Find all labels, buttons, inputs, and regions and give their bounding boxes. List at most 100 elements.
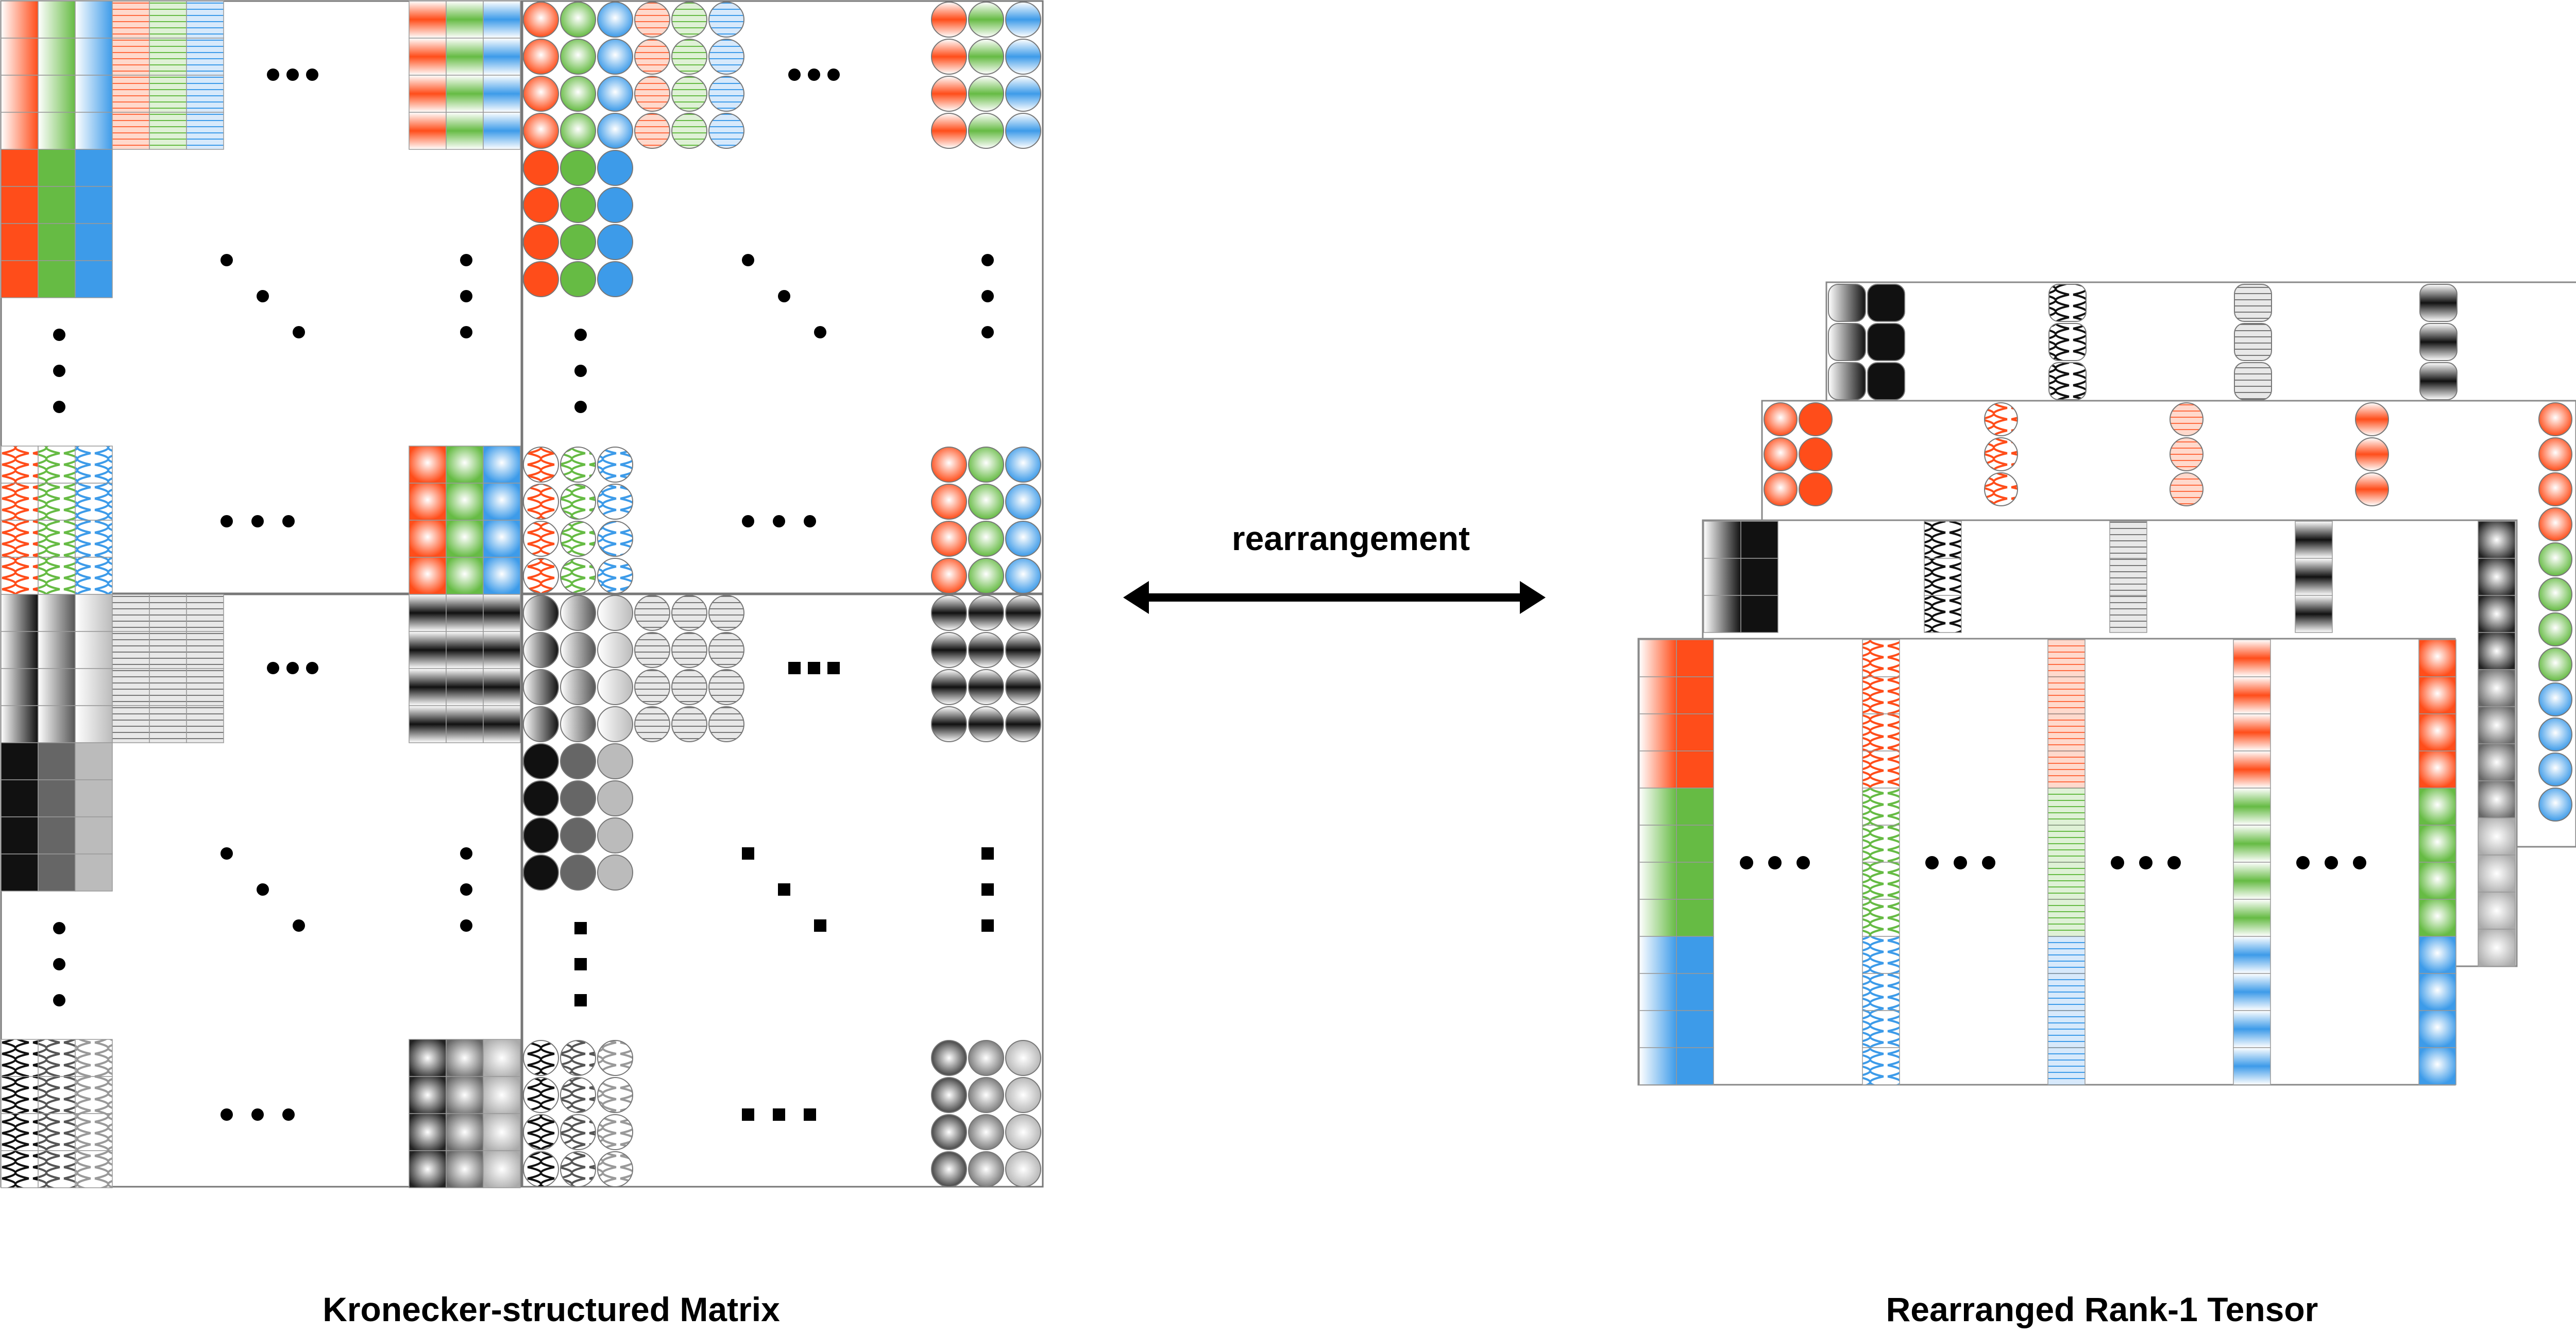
fiber-cell: [2047, 676, 2086, 714]
ellipsis-dot: [981, 254, 994, 266]
circle-cell: [597, 1077, 633, 1113]
rect-cell: [75, 1039, 113, 1077]
cell-column: [2295, 521, 2333, 633]
circle-cell: [523, 780, 559, 816]
circle-cell: [1005, 706, 1041, 742]
cell-column: [597, 1040, 633, 1187]
circle-cell: [931, 706, 967, 742]
fiber-cell: [2538, 682, 2572, 716]
circle-cell: [597, 521, 633, 557]
circle-cell: [560, 521, 596, 557]
front-fiber-solid: [1676, 639, 1714, 1085]
cell-column: [597, 743, 633, 891]
cell-column: [38, 1, 76, 150]
ellipsis-dot: [221, 1108, 233, 1121]
ellipsis-dot: [1954, 856, 1967, 869]
rect-cell: [1, 112, 39, 150]
rect-cell: [409, 668, 447, 706]
kron-subblock: [523, 595, 633, 742]
cell-column: [409, 446, 447, 595]
rect-cell: [38, 816, 76, 855]
cell-column: [968, 447, 1004, 594]
circle-cell: [1005, 76, 1041, 112]
fiber-cell: [2047, 639, 2086, 677]
circle-cell: [968, 558, 1004, 594]
cell-column: [2170, 402, 2204, 506]
cell-column: [1, 1, 39, 150]
rect-cell: [483, 1, 521, 39]
circle-cell: [597, 447, 633, 483]
fiber-cell: [1639, 788, 1677, 826]
front-fiber-stripes: [2047, 639, 2086, 1085]
circle-cell: [560, 1151, 596, 1187]
circle-cell: [1764, 472, 1798, 506]
cell-column: [1924, 521, 1962, 633]
circle-cell: [931, 447, 967, 483]
circle-cell: [560, 261, 596, 297]
ellipsis-dot: [981, 847, 994, 860]
rect-cell: [186, 112, 224, 150]
rect-cell: [446, 446, 484, 484]
rect-cell: [409, 705, 447, 743]
circle-cell: [597, 113, 633, 149]
ellipsis-dot: [814, 919, 826, 932]
rect-cell: [409, 1, 447, 39]
barrel-cell: [1867, 362, 1905, 400]
circle-cell: [597, 817, 633, 853]
rect-cell: [75, 631, 113, 669]
circle-cell: [560, 1040, 596, 1076]
fiber-cell: [2418, 899, 2456, 937]
cell-column: [560, 743, 596, 891]
cell-column: [483, 594, 521, 743]
fiber-cell: [2538, 577, 2572, 611]
fiber-cell: [2538, 542, 2572, 576]
circle-cell: [671, 595, 707, 631]
rect-cell: [38, 594, 76, 632]
circle-cell: [560, 447, 596, 483]
fiber-cell: [2233, 676, 2271, 714]
rect-cell: [409, 112, 447, 150]
circle-cell: [931, 2, 967, 38]
circle-cell: [523, 261, 559, 297]
rect-cell: [38, 779, 76, 817]
rect-cell: [2109, 595, 2147, 633]
rect-cell: [1, 668, 39, 706]
circle-cell: [968, 632, 1004, 668]
circle-cell: [597, 632, 633, 668]
barrel-cell: [1828, 362, 1866, 400]
circle-cell: [634, 669, 670, 705]
fiber-cell: [1639, 973, 1677, 1011]
ellipsis-dot: [778, 290, 790, 302]
ellipsis-dot: [460, 847, 472, 860]
fiber-cell: [1639, 862, 1677, 900]
ellipsis-dot: [460, 290, 472, 302]
rect-cell: [38, 186, 76, 224]
cell-column: [75, 1, 113, 150]
rect-cell: [112, 1, 150, 39]
circle-cell: [968, 2, 1004, 38]
rect-cell: [149, 705, 187, 743]
circle-cell: [523, 743, 559, 779]
rect-cell: [186, 1, 224, 39]
cell-column: [931, 2, 967, 149]
rect-cell: [1, 483, 39, 521]
circle-cell: [968, 1077, 1004, 1113]
cell-column: [2419, 284, 2458, 400]
cell-column: [597, 2, 633, 149]
fiber-cell: [1676, 1010, 1714, 1048]
cell-column: [634, 2, 670, 149]
circle-cell: [1005, 1040, 1041, 1076]
fiber-cell: [2233, 862, 2271, 900]
rect-cell: [149, 1, 187, 39]
ellipsis-dot: [804, 515, 816, 527]
cell-column: [75, 1039, 113, 1188]
kron-subblock: [931, 595, 1041, 742]
cell-column: [1740, 521, 1778, 633]
circle-cell: [968, 447, 1004, 483]
rect-cell: [446, 1076, 484, 1114]
rect-cell: [75, 223, 113, 261]
rect-cell: [409, 1150, 447, 1188]
cell-column: [968, 1040, 1004, 1187]
cell-column: [968, 2, 1004, 149]
cell-column: [75, 594, 113, 743]
